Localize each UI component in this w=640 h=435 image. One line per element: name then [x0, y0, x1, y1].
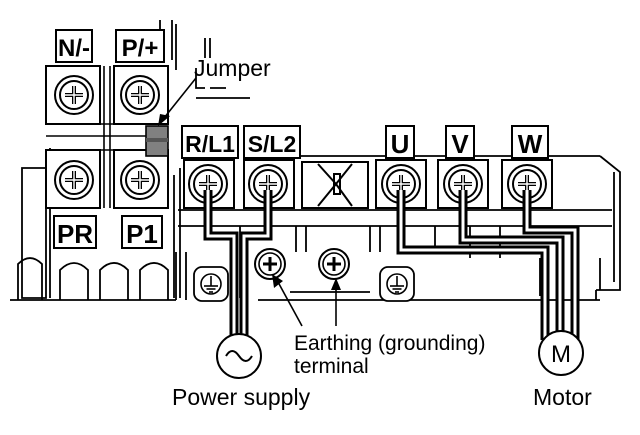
- callout-jumper: Jumper: [194, 55, 271, 81]
- ground-icon: [193, 266, 229, 302]
- motor-symbol-text: M: [551, 341, 571, 368]
- ground-icon: [379, 266, 415, 302]
- terminal-label-p-plus: P/+: [122, 35, 159, 62]
- terminal-label-v: V: [451, 129, 469, 159]
- ac-source-icon: [216, 333, 262, 379]
- terminal-label-pr: PR: [57, 219, 93, 249]
- terminal-label-w: W: [518, 129, 543, 159]
- screw-terminal-icon: [53, 159, 95, 201]
- screw-terminal-icon: [53, 74, 95, 116]
- terminal-label-n-minus: N/-: [58, 35, 90, 62]
- screw-terminal-icon: [119, 74, 161, 116]
- motor-wiring: [396, 190, 580, 345]
- screw-terminal-icon: [253, 247, 287, 281]
- arrow-heads: [158, 114, 341, 290]
- screw-terminal-icon: [119, 159, 161, 201]
- terminal-label-s-l2: S/L2: [248, 131, 297, 157]
- leader-lines: [163, 77, 337, 327]
- screw-terminal-icon: [317, 247, 351, 281]
- power-supply-wiring: [203, 190, 273, 340]
- terminal-label-p1: P1: [126, 219, 158, 249]
- terminal-label-boxes: [53, 29, 549, 249]
- main-terminal-block: [183, 159, 553, 209]
- motor-icon: M: [538, 330, 584, 376]
- callout-motor: Motor: [533, 384, 592, 410]
- callout-earthing-line2: terminal: [294, 355, 369, 378]
- terminal-label-u: U: [391, 129, 410, 159]
- terminal-label-r-l1: R/L1: [185, 131, 235, 157]
- callout-power-supply: Power supply: [172, 384, 311, 410]
- callout-earthing-line1: Earthing (grounding): [294, 332, 485, 355]
